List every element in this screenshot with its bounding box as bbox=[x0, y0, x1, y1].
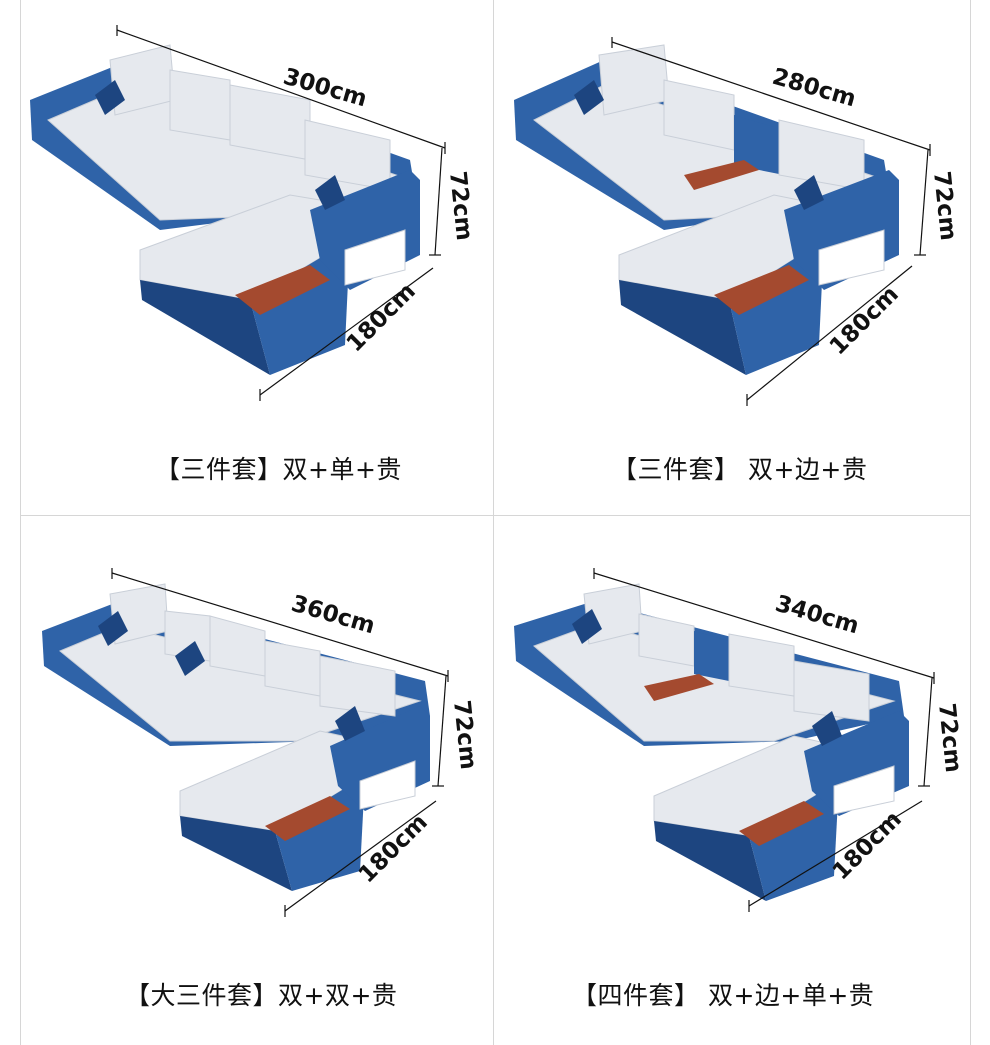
depth-dimension: 180cm bbox=[342, 278, 421, 357]
sofa-illustration: 300cm 72cm 180cm bbox=[30, 25, 477, 401]
depth-dimension: 180cm bbox=[825, 281, 904, 360]
sofa-image bbox=[30, 44, 420, 375]
sofa-option-1[interactable]: 300cm 72cm 180cm 【三件套】双+单+贵 bbox=[20, 0, 493, 515]
sofa-illustration: 360cm 72cm 180cm bbox=[42, 568, 481, 917]
grid-divider-left bbox=[20, 0, 21, 1045]
height-dimension: 72cm bbox=[933, 702, 966, 774]
grid-divider-center bbox=[493, 0, 494, 1045]
height-dimension: 72cm bbox=[448, 699, 481, 771]
dimension-lines bbox=[116, 25, 446, 401]
grid-divider-right bbox=[970, 0, 971, 1045]
depth-dimension: 180cm bbox=[828, 806, 907, 885]
sofa-option-4[interactable]: 340cm 72cm 180cm 【四件套】 双+边+单+贵 bbox=[494, 516, 970, 1045]
height-dimension: 72cm bbox=[928, 170, 961, 242]
sofa-option-2[interactable]: 280cm 72cm 180cm 【三件套】 双+边+贵 bbox=[494, 0, 970, 515]
set-caption: 【三件套】 双+边+贵 bbox=[612, 455, 868, 484]
grid-divider-middle bbox=[20, 515, 971, 516]
sofa-image bbox=[514, 44, 899, 375]
sofa-option-3[interactable]: 360cm 72cm 180cm 【大三件套】双+双+贵 bbox=[20, 516, 493, 1045]
dimension-lines bbox=[593, 568, 935, 912]
set-caption: 【大三件套】双+双+贵 bbox=[125, 981, 398, 1010]
depth-dimension: 180cm bbox=[354, 809, 433, 888]
sofa-image bbox=[514, 583, 909, 901]
height-dimension: 72cm bbox=[444, 170, 477, 242]
width-dimension: 280cm bbox=[769, 64, 858, 113]
sofa-image bbox=[42, 583, 430, 891]
sofa-illustration: 340cm 72cm 180cm bbox=[514, 568, 966, 912]
set-caption: 【四件套】 双+边+单+贵 bbox=[572, 981, 875, 1010]
dimension-lines bbox=[111, 568, 449, 917]
set-caption: 【三件套】双+单+贵 bbox=[155, 455, 402, 484]
dimension-lines bbox=[611, 37, 931, 406]
width-dimension: 360cm bbox=[288, 591, 377, 640]
sofa-illustration: 280cm 72cm 180cm bbox=[514, 37, 961, 406]
